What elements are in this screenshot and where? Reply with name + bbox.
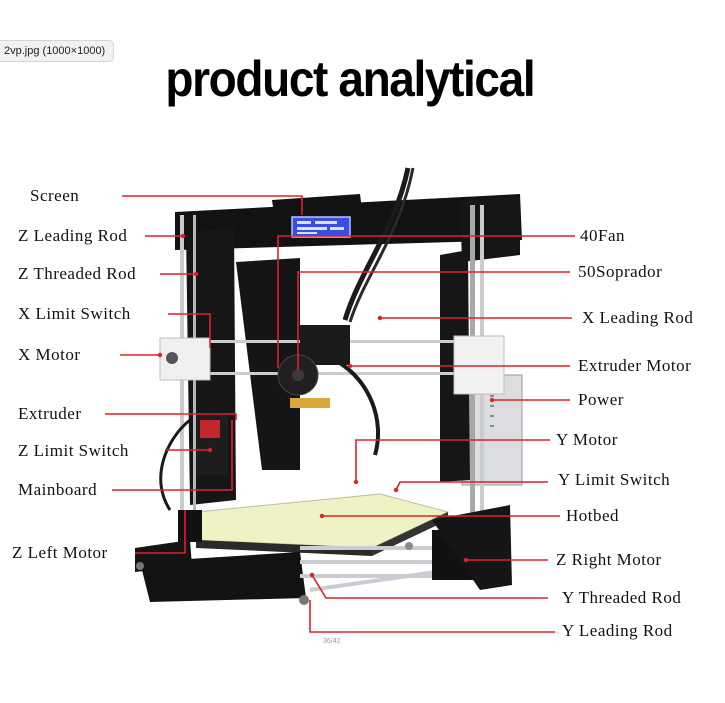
- label-y-limit-switch: Y Limit Switch: [558, 470, 671, 489]
- label-z-left-motor: Z Left Motor: [12, 543, 108, 562]
- label-hotbed: Hotbed: [566, 506, 620, 525]
- label-z-limit-switch: Z Limit Switch: [18, 441, 129, 460]
- label-soprador-50: 50Soprador: [578, 262, 663, 281]
- leader-lines: [105, 195, 575, 633]
- label-screen: Screen: [30, 186, 80, 205]
- hotbed-plate: [195, 493, 450, 549]
- front-frame: [140, 552, 306, 602]
- label-x-limit-switch: X Limit Switch: [18, 304, 131, 323]
- image-tab-label[interactable]: 2vp.jpg (1000×1000): [0, 40, 115, 62]
- printer-illustration: [135, 167, 523, 605]
- x-rod-lower: [188, 372, 488, 375]
- label-fan-40: 40Fan: [580, 226, 625, 245]
- label-extruder-motor: Extruder Motor: [578, 356, 692, 375]
- label-x-leading-rod: X Leading Rod: [582, 308, 694, 327]
- label-y-threaded-rod: Y Threaded Rod: [562, 588, 682, 607]
- leader-dots: [157, 233, 495, 578]
- label-extruder: Extruder: [18, 404, 82, 423]
- label-z-threaded-rod: Z Threaded Rod: [18, 264, 137, 283]
- label-mainboard: Mainboard: [18, 480, 98, 499]
- page-number: 36/42: [323, 638, 341, 645]
- label-y-leading-rod: Y Leading Rod: [562, 621, 673, 640]
- label-y-motor: Y Motor: [556, 430, 618, 449]
- label-power: Power: [578, 390, 624, 409]
- page-title: product analytical: [165, 51, 535, 107]
- label-z-right-motor: Z Right Motor: [556, 550, 662, 569]
- x-idler-mount: [453, 335, 505, 395]
- center-plate: [236, 258, 300, 470]
- label-z-leading-rod-left: Z Leading Rod: [18, 226, 128, 245]
- label-x-motor: X Motor: [18, 345, 81, 364]
